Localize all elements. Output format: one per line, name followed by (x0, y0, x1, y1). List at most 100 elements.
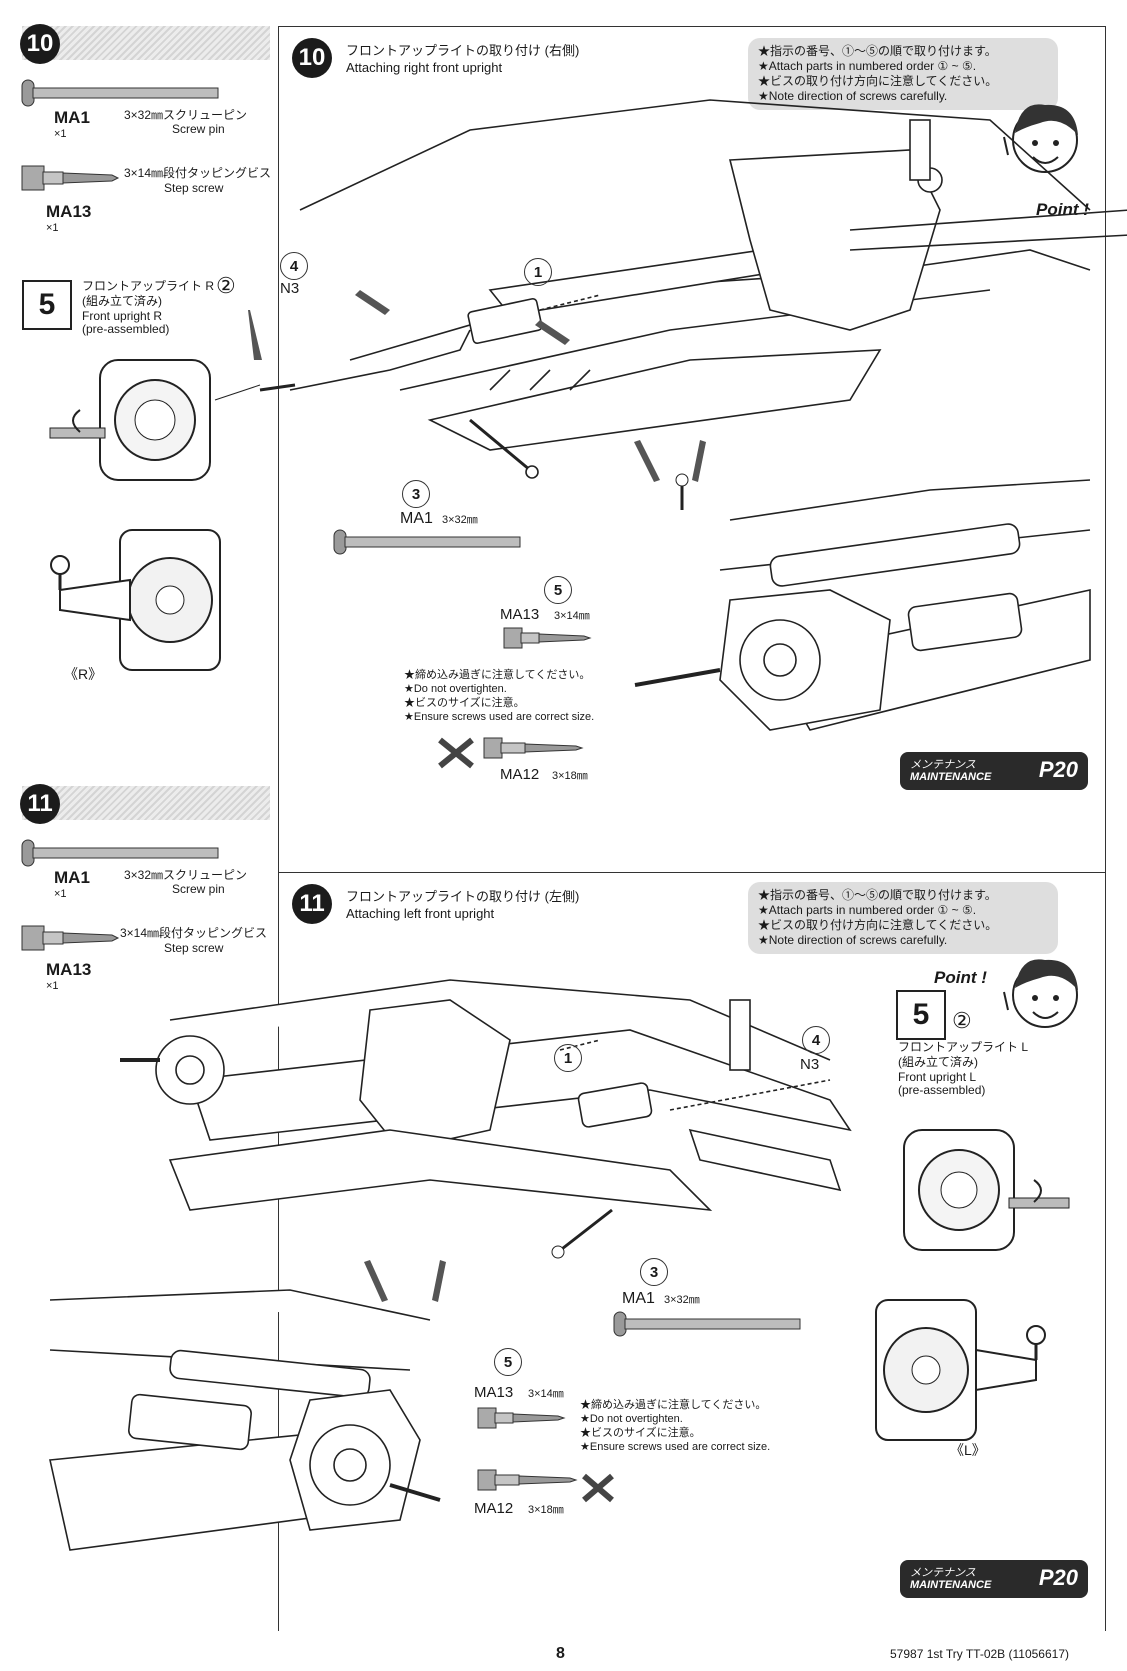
warning-line: ★締め込み過ぎに注意してください。 (580, 1399, 767, 1411)
callout-1: 1 (524, 258, 552, 286)
step11-n5-size: 3×14㎜ (528, 1388, 564, 1400)
maintenance-page: P20 (1038, 1565, 1078, 1590)
ma13-qty: ×1 (46, 980, 59, 992)
ma1-jp: 3×32㎜スクリューピン (124, 868, 248, 882)
ma1-en: Screw pin (172, 122, 225, 136)
upright-l-jp1: フロントアップライト L (898, 1040, 1029, 1054)
warning-line: ★Ensure screws used are correct size. (404, 711, 595, 723)
upright-l-num: ② (952, 1008, 972, 1033)
upright-r-en2: (pre-assembled) (82, 322, 170, 336)
step10-title-jp: フロントアップライトの取り付け (右側) (346, 43, 580, 58)
step10-number: 10 (292, 38, 332, 78)
note-line: ★Note direction of screws carefully. (758, 89, 948, 103)
ma1-en: Screw pin (172, 882, 225, 896)
upright-r-en1: Front upright R (82, 309, 163, 323)
step11-n3-size: 3×32㎜ (664, 1294, 700, 1306)
ma13-en: Step screw (164, 941, 224, 955)
step10-n1-circle: 1 (524, 258, 552, 286)
step11-chassis-drawing (120, 979, 852, 1212)
footer-code: 57987 1st Try TT-02B (11056617) (890, 1647, 1069, 1661)
upright-l-en2: (pre-assembled) (898, 1083, 986, 1097)
note-line: ★Note direction of screws carefully. (758, 933, 948, 947)
step10-n5-circle: 5 (544, 576, 572, 604)
step11-number: 11 (292, 884, 332, 924)
step11-wrong-part: MA12 (474, 1500, 514, 1517)
ma13-en: Step screw (164, 181, 224, 195)
parts-step-number-11: 11 (20, 784, 60, 824)
ma1-code: MA1 (54, 108, 90, 127)
step11-n3-circle: 3 (640, 1258, 668, 1286)
step10-notes: ★指示の番号、①～⑤の順で取り付けます。 ★Attach parts in nu… (748, 38, 1058, 110)
warning-line: ★ビスのサイズに注意。 (580, 1427, 701, 1439)
step11-title-en: Attaching left front upright (346, 906, 495, 921)
step10-n3-size: 3×32㎜ (442, 514, 478, 526)
callout-1: 1 (554, 1044, 582, 1072)
maintenance-en: MAINTENANCE (910, 1579, 992, 1591)
upright-l-side-label: 《L》 (950, 1442, 986, 1458)
upright-l-step-box: 5 (896, 990, 946, 1040)
step11-wrong-size: 3×18㎜ (528, 1504, 564, 1516)
wrong-x-icon (438, 737, 474, 769)
step-screw-icon (503, 627, 592, 649)
upright-r-jp2: (組み立て済み) (82, 294, 162, 308)
step-screw-icon (477, 1469, 578, 1491)
step11-inset-drawing (49, 1260, 446, 1551)
note-line: ★指示の番号、①～⑤の順で取り付けます。 (758, 44, 997, 58)
ma13-code: MA13 (46, 202, 92, 221)
callout-3: 3 (402, 480, 430, 508)
upright-r-jp1: フロントアップライト R (82, 279, 215, 293)
page-number: 8 (556, 1645, 565, 1662)
step-screw-icon (21, 925, 120, 951)
warning-line: ★ビスのサイズに注意。 (404, 697, 525, 709)
warning-line: ★締め込み過ぎに注意してください。 (404, 669, 591, 681)
warning-line: ★Ensure screws used are correct size. (580, 1441, 771, 1453)
step11-frame (278, 872, 1106, 1631)
maintenance-en: MAINTENANCE (910, 771, 992, 783)
ma13-jp: 3×14㎜段付タッピングビス (120, 926, 268, 940)
step-screw-icon (477, 1407, 566, 1429)
note-line: ★Attach parts in numbered order ① ~ ⑤. (758, 903, 977, 917)
step10-title-en: Attaching right front upright (346, 60, 503, 75)
step10-frame (278, 26, 1106, 873)
step11-maintenance-link[interactable]: メンテナンス MAINTENANCE P20 (900, 1560, 1088, 1598)
warning-line: ★Do not overtighten. (404, 683, 507, 695)
step11-n5-circle: 5 (494, 1348, 522, 1376)
step10-maintenance-link[interactable]: メンテナンス MAINTENANCE P20 (900, 752, 1088, 790)
upright-r-side-label: 《R》 (64, 666, 103, 682)
maintenance-jp: メンテナンス (910, 1567, 976, 1579)
ma13-qty: ×1 (46, 222, 59, 234)
step10-wrong-size: 3×18㎜ (552, 770, 588, 782)
step11-n5-part: MA13 (474, 1384, 514, 1401)
step10-chassis-drawing (248, 99, 1127, 479)
parts-step-number-10: 10 (20, 24, 60, 64)
callout-5: 5 (544, 576, 572, 604)
screw-pin-icon (613, 1311, 801, 1337)
callout-4: 4 (802, 1026, 830, 1054)
screw-pin-icon (21, 839, 219, 867)
step-screw-icon (483, 737, 584, 759)
screw-pin-icon (333, 529, 521, 555)
upright-r-drawing (49, 359, 261, 481)
step10-n5-size: 3×14㎜ (554, 610, 590, 622)
step11-notes: ★指示の番号、①～⑤の順で取り付けます。 ★Attach parts in nu… (748, 882, 1058, 954)
upright-r-step-box: 5 (22, 280, 72, 330)
step11-title-jp: フロントアップライトの取り付け (左側) (346, 889, 580, 904)
ma13-code: MA13 (46, 960, 92, 979)
step10-n3-part: MA1 (400, 510, 433, 527)
upright-l-jp2: (組み立て済み) (898, 1055, 978, 1069)
step11-n3-part: MA1 (622, 1290, 655, 1307)
step10-warnings: ★締め込み過ぎに注意してください。 ★Do not overtighten. ★… (404, 668, 594, 724)
note-line: ★ビスの取り付け方向に注意してください。 (758, 918, 998, 932)
upright-l-side-drawing (875, 1299, 1046, 1441)
mascot-icon (1003, 959, 1078, 1028)
parts-header-bar-10 (22, 26, 270, 60)
step10-n5-part: MA13 (500, 606, 540, 623)
ma1-code: MA1 (54, 868, 90, 887)
upright-r-num: ② (216, 273, 236, 298)
warning-line: ★Do not overtighten. (580, 1413, 683, 1425)
step10-n3-circle: 3 (402, 480, 430, 508)
upright-l-drawing (903, 1129, 1070, 1251)
upright-r-side-drawing (50, 529, 221, 671)
step11-point: Point ! (934, 968, 987, 987)
step10-n4-circle: 4 (280, 252, 308, 280)
